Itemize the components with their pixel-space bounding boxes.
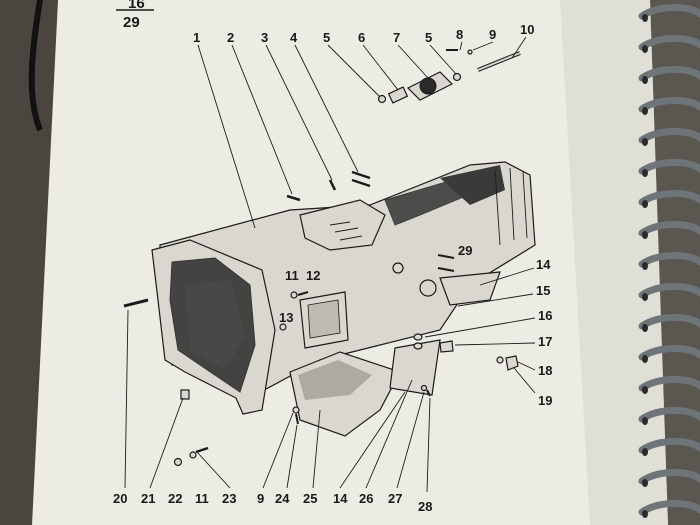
punch-hole (642, 510, 648, 518)
callout-25: 25 (303, 491, 317, 506)
callout-27: 27 (388, 491, 402, 506)
punch-hole (642, 293, 648, 301)
callout-10: 10 (520, 22, 534, 37)
spiral-loop (638, 438, 700, 454)
punch-hole (642, 45, 648, 53)
exploded-small-parts (123, 49, 521, 467)
callout-16: 16 (538, 308, 552, 323)
spiral-loop (638, 190, 700, 206)
callout-12: 12 (306, 268, 320, 283)
callout-21: 21 (141, 491, 155, 506)
callout-7: 7 (393, 30, 400, 45)
punch-hole (642, 355, 648, 363)
spiral-loop (638, 128, 700, 144)
callout-labels: 1 2 3 4 5 6 7 5 8 9 10 29 11 12 13 14 15… (113, 22, 552, 514)
callout-11a: 11 (285, 268, 299, 283)
callout-9b: 9 (257, 491, 264, 506)
punch-hole (642, 200, 648, 208)
spiral-loop (638, 345, 700, 361)
page-shading (560, 0, 668, 525)
punch-hole (642, 231, 648, 239)
spiral-loop (638, 500, 700, 516)
punch-hole (642, 14, 648, 22)
callout-19: 19 (538, 393, 552, 408)
punch-hole (642, 262, 648, 270)
callout-18: 18 (538, 363, 552, 378)
page-number-top: 16 (128, 0, 145, 12)
spiral-loop (638, 283, 700, 299)
callout-29: 29 (458, 243, 472, 258)
callout-17: 17 (538, 334, 552, 349)
callout-28: 28 (418, 499, 432, 514)
spiral-loop (638, 4, 700, 20)
callout-14a: 14 (536, 257, 551, 272)
callout-5a: 5 (323, 30, 330, 45)
punch-hole (642, 324, 648, 332)
punch-hole (642, 107, 648, 115)
spiral-loop (638, 97, 700, 113)
punch-hole (642, 386, 648, 394)
callout-1: 1 (193, 30, 200, 45)
punch-hole (642, 417, 648, 425)
callout-2: 2 (227, 30, 234, 45)
callout-15: 15 (536, 283, 550, 298)
spiral-loop (638, 252, 700, 268)
callout-23: 23 (222, 491, 236, 506)
callout-5b: 5 (425, 30, 432, 45)
punch-hole (642, 448, 648, 456)
callout-6: 6 (358, 30, 365, 45)
spiral-loop (638, 469, 700, 485)
spiral-loop (638, 221, 700, 237)
punch-hole (642, 76, 648, 84)
spiral-loop (638, 159, 700, 175)
spiral-loop (638, 407, 700, 423)
callout-13: 13 (279, 310, 293, 325)
spiral-loop (638, 66, 700, 82)
leader-lines (124, 36, 536, 493)
callout-9: 9 (489, 27, 496, 42)
punch-hole (642, 479, 648, 487)
spiral-loop (638, 314, 700, 330)
spiral-binding (638, 4, 700, 518)
spiral-loop (638, 35, 700, 51)
callout-8: 8 (456, 27, 463, 42)
cable (28, 0, 43, 132)
callout-3: 3 (261, 30, 268, 45)
callout-26: 26 (359, 491, 373, 506)
callout-4: 4 (290, 30, 298, 45)
callout-14b: 14 (333, 491, 348, 506)
callout-22: 22 (168, 491, 182, 506)
page-number-bottom: 29 (123, 14, 140, 31)
spiral-loop (638, 376, 700, 392)
callout-20: 20 (113, 491, 127, 506)
callout-24: 24 (275, 491, 290, 506)
punch-hole (642, 138, 648, 146)
punch-hole (642, 169, 648, 177)
callout-11b: 11 (195, 491, 209, 506)
